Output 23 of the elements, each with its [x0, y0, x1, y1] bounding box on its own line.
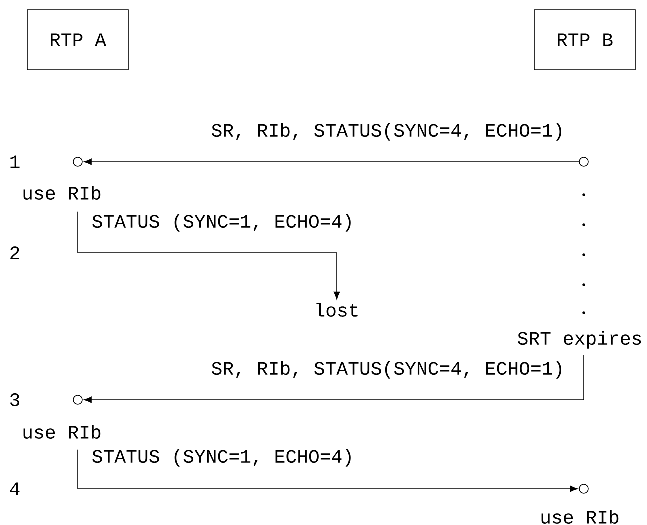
note-text: use RIb	[24, 425, 101, 439]
endpoint-circle	[73, 157, 83, 167]
event-text: SRT expires	[518, 331, 642, 349]
participant-box: RTP A	[27, 10, 129, 70]
edge-label: STATUS (SYNC=1, ECHO=4)	[90, 213, 356, 233]
step-number: 3	[10, 394, 20, 406]
arrow	[78, 450, 578, 492]
arrow	[84, 354, 584, 404]
participant-box: RTP B	[534, 10, 636, 70]
arrow	[78, 212, 340, 300]
endpoint-circle	[579, 484, 589, 494]
endpoint-circle	[579, 157, 589, 167]
note-text: use RIb	[542, 510, 619, 524]
step-number: 4	[10, 482, 20, 496]
step-number: 1	[10, 156, 20, 168]
edge-label: STATUS (SYNC=1, ECHO=4)	[90, 448, 356, 468]
edge-label: SR, RIb, STATUS(SYNC=4, ECHO=1)	[210, 360, 566, 380]
arrow	[84, 158, 580, 166]
step-number: 2	[10, 246, 20, 260]
endpoint-circle	[73, 395, 83, 405]
edge-label: SR, RIb, STATUS(SYNC=4, ECHO=1)	[210, 122, 566, 142]
event-text: lost	[316, 303, 358, 317]
note-text: use RIb	[24, 186, 101, 200]
